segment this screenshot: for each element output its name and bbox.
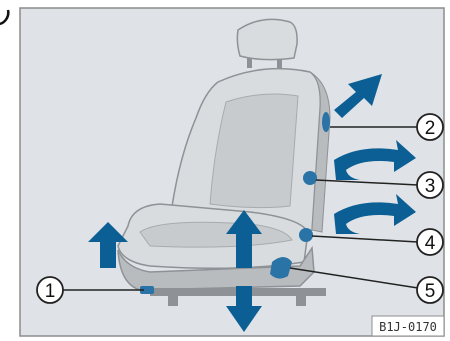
control-2 xyxy=(322,112,330,132)
callout-number: 4 xyxy=(425,233,436,254)
callout-number: 2 xyxy=(425,118,436,139)
callout-number: 3 xyxy=(425,176,436,197)
control-3 xyxy=(303,171,317,185)
image-code: B1J-0170 xyxy=(379,320,437,334)
callout-number: 5 xyxy=(425,281,436,302)
callout-number: 1 xyxy=(45,281,56,302)
corner-mark xyxy=(0,10,8,24)
control-4 xyxy=(299,228,313,242)
headrest xyxy=(237,19,297,59)
